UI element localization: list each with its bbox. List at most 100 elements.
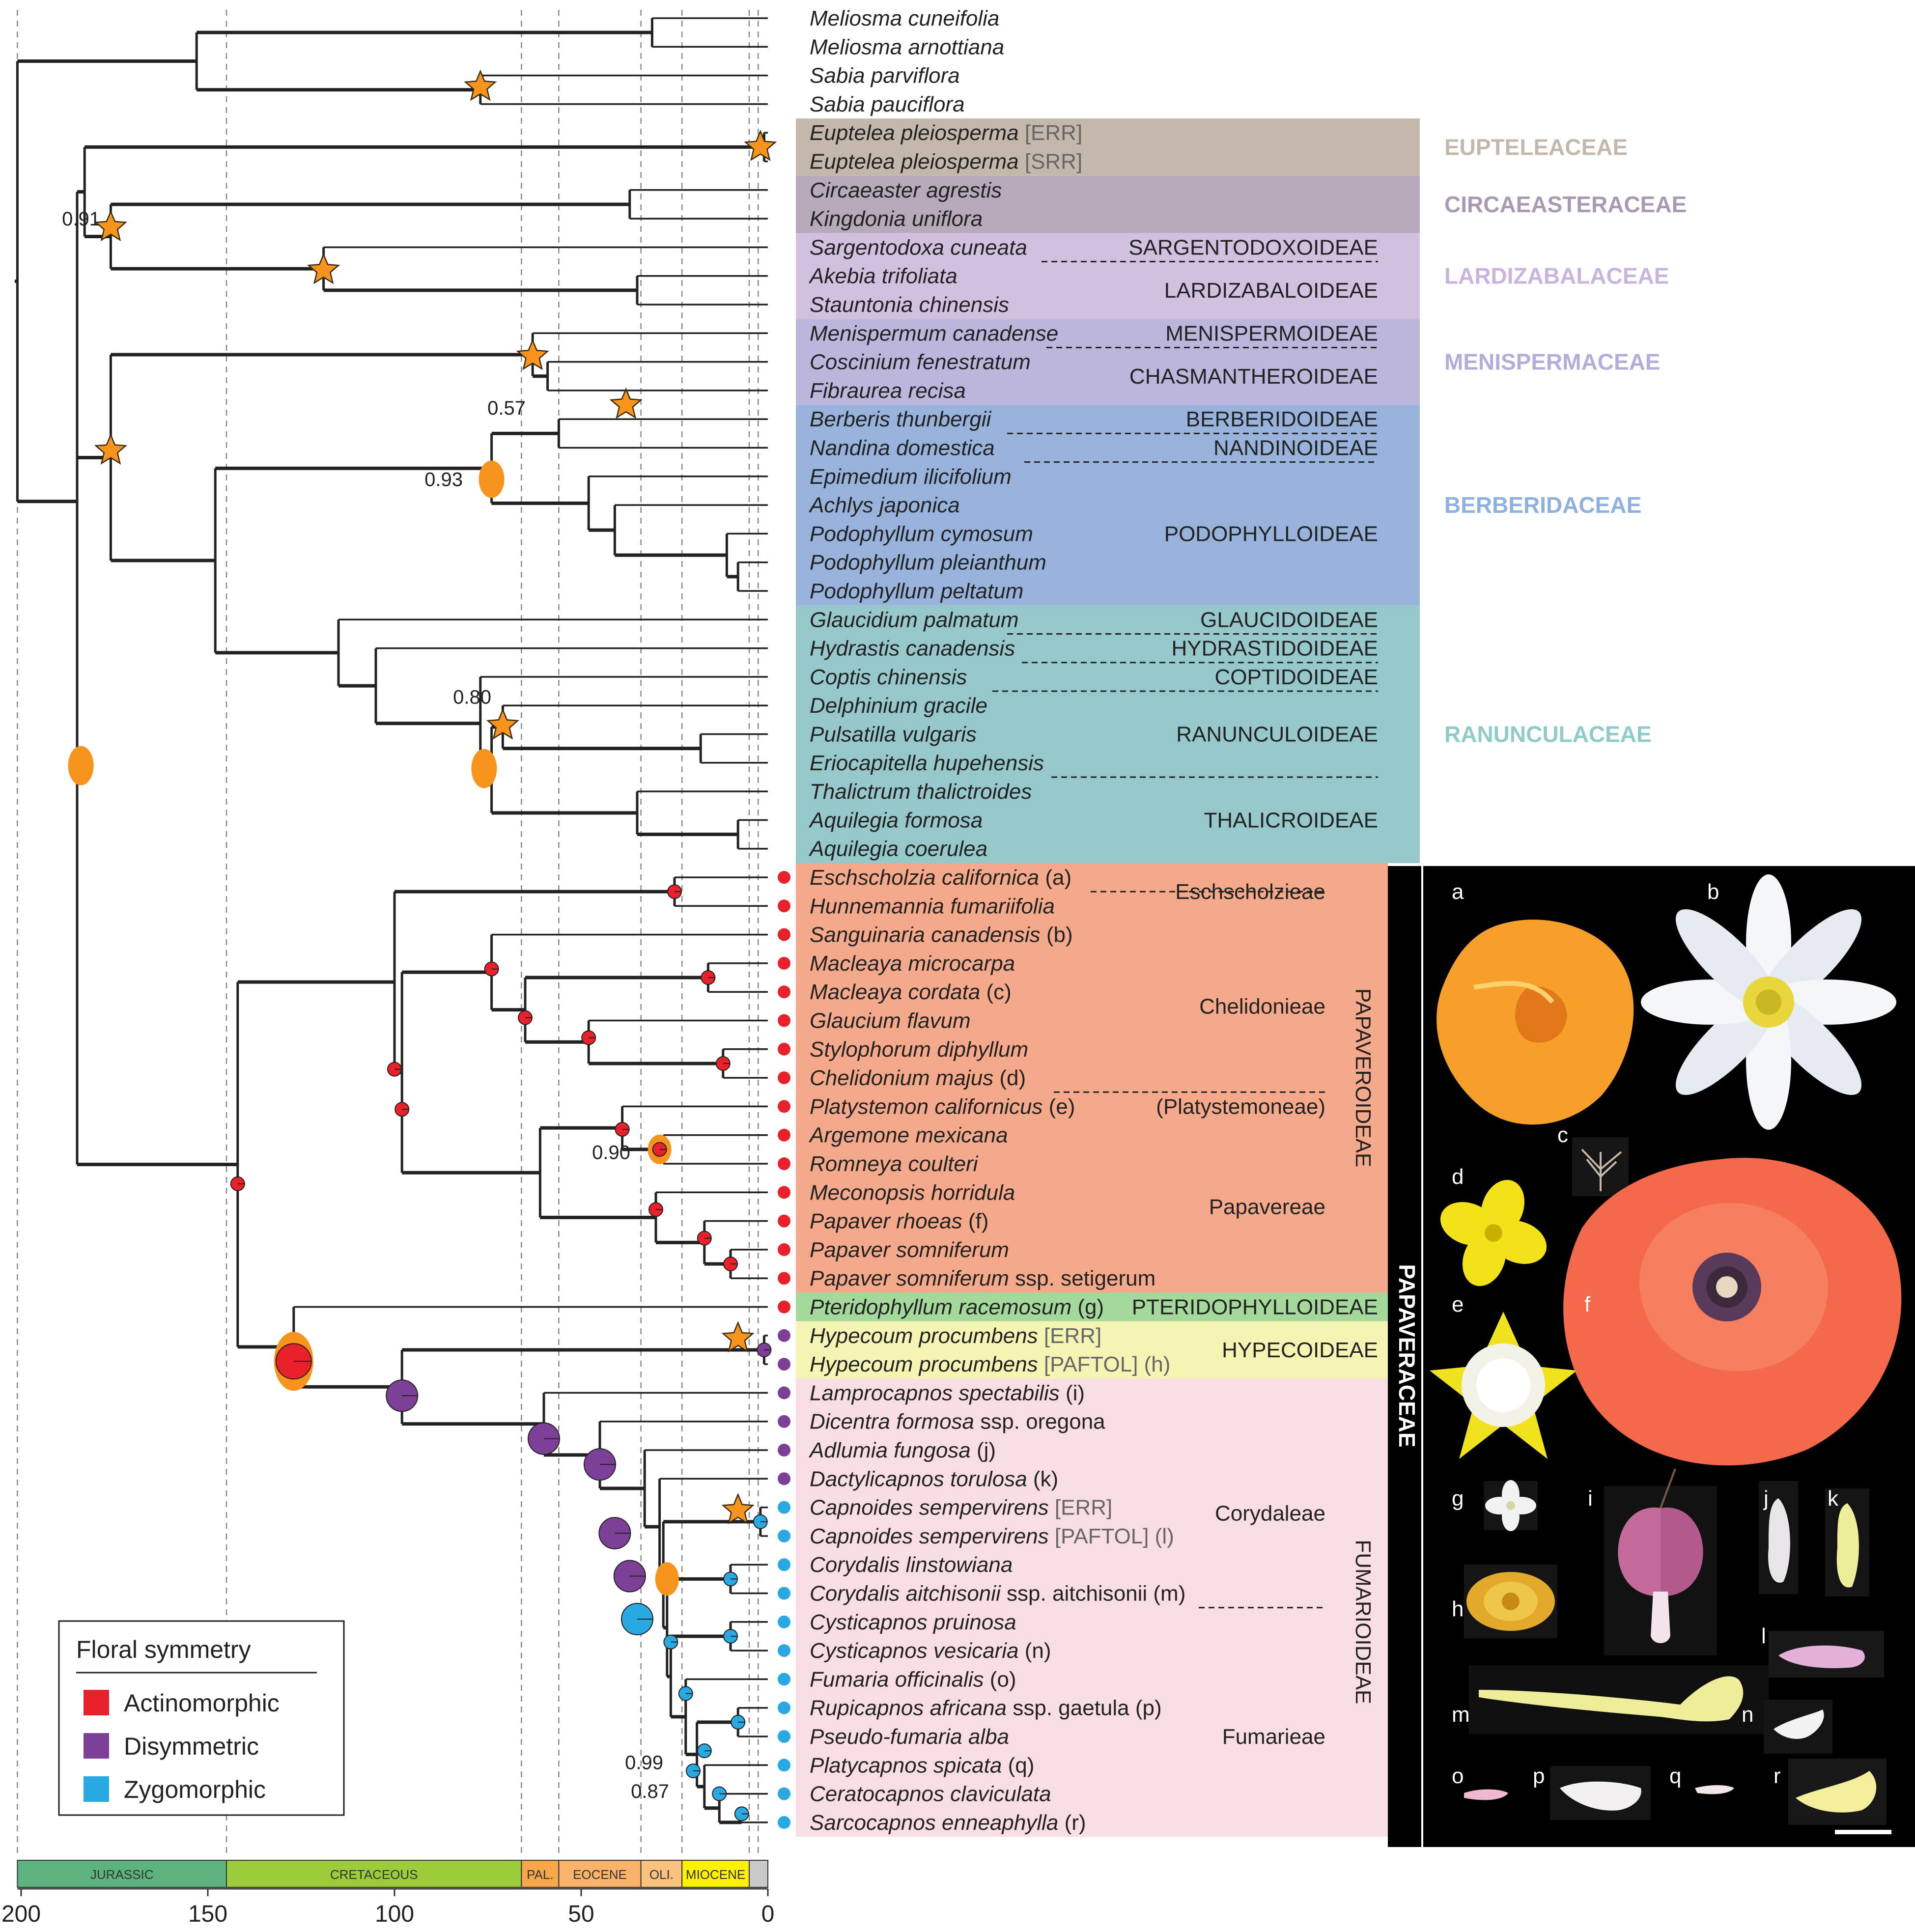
tip-species-name: Menispermum canadense <box>810 321 1058 345</box>
tip-label-11: Menispermum canadense <box>810 321 1058 345</box>
tip-label-0: Meliosma cuneifolia <box>810 6 999 30</box>
tip-symmetry-dot-61 <box>778 1759 790 1772</box>
subfamily-label-9: COPTIDOIDEAE <box>1215 665 1379 689</box>
tip-label-13: Fibraurea recisa <box>810 379 966 403</box>
tip-species-name: Podophyllum peltatum <box>810 579 1023 603</box>
tip-species-name: Sabia parviflora <box>810 64 960 88</box>
tip-label-30: Eschscholzia californica (a) <box>810 866 1071 890</box>
era-label-5: MIOCENE <box>686 1867 745 1882</box>
subfamily-label-2: MENISPERMOIDEAE <box>1165 321 1378 345</box>
tip-species-name: Lamprocapnos spectabilis <box>810 1381 1060 1405</box>
legend-title: Floral symmetry <box>76 1636 251 1663</box>
photo-c-macleaya <box>1572 1137 1629 1196</box>
support-value-3: 0.80 <box>453 687 491 708</box>
family-band-2 <box>796 233 1420 319</box>
legend-label-zygomorphic: Zygomorphic <box>124 1776 266 1803</box>
tip-species-name: Delphinium gracile <box>810 694 987 718</box>
tip-symmetry-dot-57 <box>778 1644 790 1657</box>
tip-species-name: Sabia pauciflora <box>810 92 965 116</box>
tip-species-name: Cysticapnos vesicaria <box>810 1639 1019 1663</box>
tip-annotation: ssp. aitchisonii (m) <box>1001 1582 1186 1606</box>
photo-letter-h: h <box>1452 1597 1464 1621</box>
tip-label-50: Adlumia fungosa (j) <box>808 1438 996 1462</box>
tip-symmetry-dot-63 <box>778 1816 790 1829</box>
era-block-1 <box>226 1860 522 1888</box>
scale-bar <box>1835 1830 1891 1834</box>
family-label-0: EUPTELEACEAE <box>1444 134 1628 160</box>
tip-label-20: Podophyllum peltatum <box>810 579 1023 603</box>
tip-symmetry-dot-36 <box>778 1042 790 1056</box>
photo-letter-m: m <box>1452 1703 1470 1727</box>
tip-label-58: Fumaria officinalis (o) <box>810 1667 1016 1691</box>
subfamily-label-10: RANUNCULOIDEAE <box>1176 723 1378 747</box>
axis-tick-label-3: 50 <box>568 1901 594 1927</box>
tip-species-name: Macleaya microcarpa <box>810 952 1015 976</box>
subfamily-label-17: HYPECOIDEAE <box>1222 1338 1378 1362</box>
tip-label-7: Kingdonia uniflora <box>810 207 983 231</box>
tip-symmetry-dot-51 <box>778 1472 790 1485</box>
tip-annotation: [ERR] <box>1049 1496 1113 1520</box>
tip-annotation: (i) <box>1060 1381 1085 1405</box>
tip-label-6: Circaeaster agrestis <box>810 178 1002 202</box>
tip-symmetry-dot-35 <box>778 1014 790 1027</box>
tip-species-name: Dactylicapnos torulosa <box>810 1467 1027 1491</box>
photo-k-dactylicapnos <box>1825 1488 1869 1596</box>
tip-species-name: Papaver somniferum <box>810 1266 1009 1290</box>
tip-symmetry-dot-48 <box>778 1386 790 1400</box>
taxon-background-bands <box>796 118 1420 1837</box>
tip-species-name: Kingdonia uniflora <box>810 207 983 231</box>
photo-m-corydalis <box>1469 1665 1769 1734</box>
tip-label-14: Berberis thunbergii <box>810 407 992 431</box>
tip-annotation: ssp. oregona <box>974 1410 1105 1434</box>
family-label-4: BERBERIDACEAE <box>1444 492 1641 518</box>
era-label-3: EOCENE <box>573 1867 627 1882</box>
tip-species-name: Adlumia fungosa <box>808 1438 971 1462</box>
tip-species-name: Glaucidium palmatum <box>810 608 1019 632</box>
tip-species-name: Platystemon californicus <box>810 1094 1042 1119</box>
tip-symmetry-dot-50 <box>778 1444 790 1456</box>
tip-symmetry-dot-44 <box>778 1272 790 1285</box>
tip-symmetry-dot-52 <box>778 1501 790 1514</box>
photo-o-fumaria <box>1464 1789 1508 1800</box>
tip-species-name: Meliosma arnottiana <box>810 35 1004 59</box>
tip-annotation: (a) <box>1039 866 1071 890</box>
tip-label-36: Stylophorum diphyllum <box>810 1037 1028 1062</box>
subfamily-label-19: Fumarieae <box>1222 1725 1325 1749</box>
photo-q-platycapnos <box>1695 1785 1734 1794</box>
era-block-5 <box>681 1860 750 1888</box>
tip-label-9: Akebia trifoliata <box>808 264 958 288</box>
tip-label-27: Thalictrum thalictroides <box>810 780 1032 804</box>
tip-symmetry-dot-47 <box>778 1358 790 1371</box>
tip-label-18: Podophyllum cymosum <box>810 522 1033 546</box>
fumarioideae-label: FUMARIOIDEAE <box>1351 1540 1375 1704</box>
tip-species-name: Berberis thunbergii <box>810 407 992 431</box>
tip-label-52: Capnoides sempervirens [ERR] <box>810 1496 1112 1520</box>
wgd-star-7 <box>486 708 519 740</box>
tip-label-17: Achlys japonica <box>808 493 960 517</box>
tip-label-26: Eriocapitella hupehensis <box>810 751 1044 775</box>
tip-species-name: Euptelea pleiosperma <box>810 150 1019 174</box>
photo-letter-r: r <box>1774 1764 1781 1788</box>
tip-annotation: (e) <box>1042 1094 1075 1119</box>
family-band-0 <box>796 118 1420 176</box>
tip-species-name: Podophyllum cymosum <box>810 522 1033 546</box>
family-label-1: CIRCAEASTERACEAE <box>1444 192 1687 217</box>
tip-annotation: (r) <box>1058 1811 1086 1835</box>
tip-label-34: Macleaya cordata (c) <box>810 980 1012 1004</box>
tip-symmetry-dot-46 <box>778 1329 790 1342</box>
tip-label-55: Corydalis aitchisonii ssp. aitchisonii (… <box>810 1582 1185 1606</box>
tip-label-32: Sanguinaria canadensis (b) <box>810 923 1073 947</box>
photo-l-capnoides <box>1769 1631 1884 1678</box>
tip-species-name: Hydrastis canadensis <box>810 637 1015 661</box>
tip-species-name: Eriocapitella hupehensis <box>810 751 1044 775</box>
tip-label-8: Sargentodoxa cuneata <box>810 235 1027 259</box>
tip-species-name: Meliosma cuneifolia <box>810 6 999 30</box>
family-band-5 <box>796 605 1420 863</box>
tip-species-name: Meconopsis horridula <box>810 1180 1015 1204</box>
tip-label-31: Hunnemannia fumariifolia <box>810 894 1055 918</box>
tip-symmetry-dot-41 <box>778 1186 790 1199</box>
tip-label-19: Podophyllum pleianthum <box>810 551 1046 575</box>
photo-e-platystemon <box>1430 1312 1577 1459</box>
tip-species-name: Dicentra formosa <box>810 1410 974 1434</box>
papaveraceae-band-2 <box>796 1321 1388 1379</box>
